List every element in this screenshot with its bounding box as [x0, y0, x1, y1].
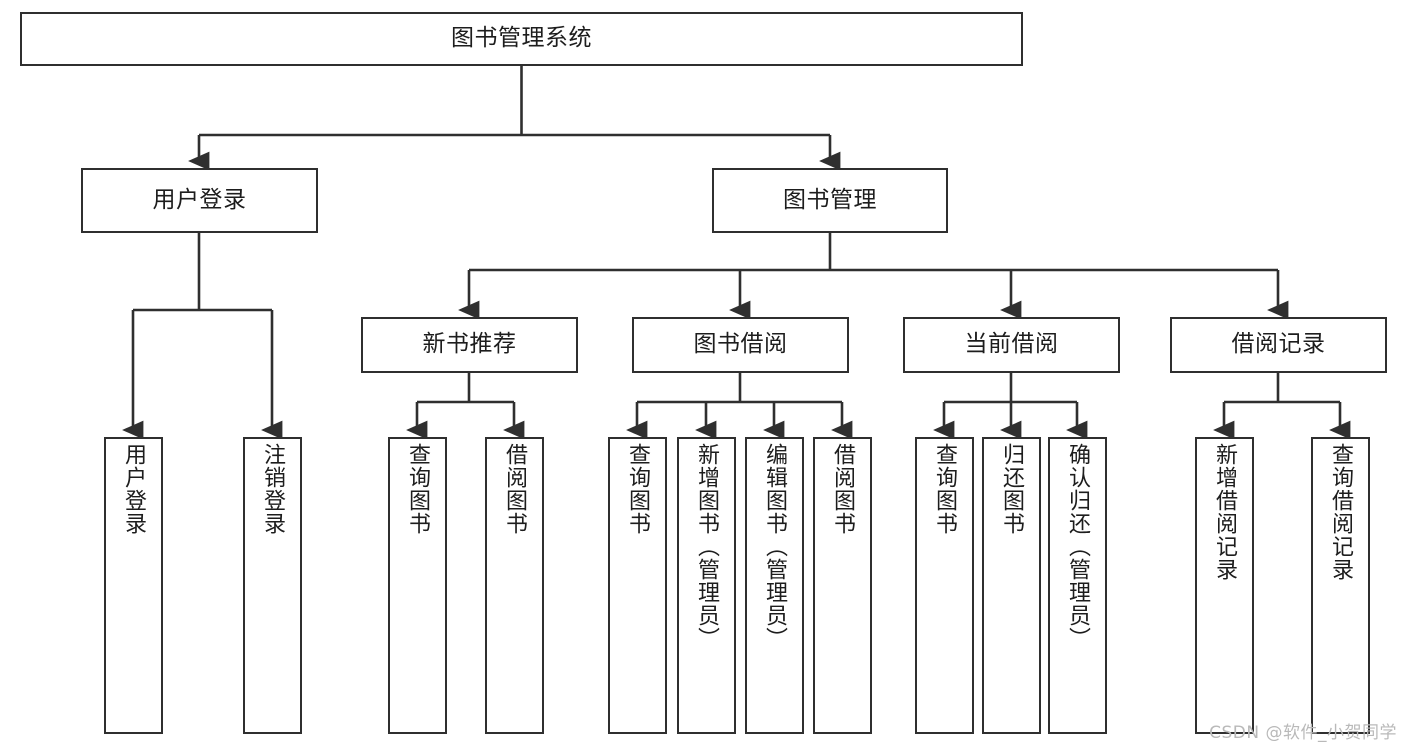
csdn-watermark: CSDN @软件_小贺同学: [1209, 723, 1397, 743]
node-label: 查询图书: [405, 443, 431, 535]
leaf-query-book-3[interactable]: 查询图书: [915, 437, 974, 734]
leaf-add-record[interactable]: 新增借阅记录: [1195, 437, 1254, 734]
leaf-edit-book[interactable]: 编辑图书（管理员）: [745, 437, 804, 734]
leaf-query-book-1[interactable]: 查询图书: [388, 437, 447, 734]
node-label: 借阅记录: [1231, 331, 1326, 358]
leaf-query-book-2[interactable]: 查询图书: [608, 437, 667, 734]
leaf-confirm-return[interactable]: 确认归还（管理员）: [1048, 437, 1107, 734]
leaf-add-book[interactable]: 新增图书（管理员）: [677, 437, 736, 734]
node-label: 新增借阅记录: [1212, 443, 1238, 581]
node-book-borrow[interactable]: 图书借阅: [632, 317, 849, 373]
node-root-system[interactable]: 图书管理系统: [20, 12, 1023, 66]
node-label: 用户登录: [152, 186, 247, 213]
leaf-logout-login[interactable]: 注销登录: [243, 437, 302, 734]
node-label: 图书借阅: [693, 331, 788, 358]
leaf-borrow-book-1[interactable]: 借阅图书: [485, 437, 544, 734]
node-new-book-recommend[interactable]: 新书推荐: [361, 317, 578, 373]
node-label: 查询图书: [932, 443, 958, 535]
node-label: 借阅图书: [502, 443, 528, 535]
node-label: 编辑图书（管理员）: [762, 443, 788, 650]
node-label: 查询图书: [625, 443, 651, 535]
leaf-query-record[interactable]: 查询借阅记录: [1311, 437, 1370, 734]
leaf-user-login[interactable]: 用户登录: [104, 437, 163, 734]
node-label: 新书推荐: [422, 331, 517, 358]
node-book-manage[interactable]: 图书管理: [712, 168, 948, 233]
node-label: 查询借阅记录: [1328, 443, 1354, 581]
leaf-return-book[interactable]: 归还图书: [982, 437, 1041, 734]
node-label: 归还图书: [999, 443, 1025, 535]
node-label: 用户登录: [121, 443, 147, 535]
node-label: 图书管理: [783, 186, 877, 213]
node-label: 确认归还（管理员）: [1065, 443, 1091, 650]
node-current-borrow[interactable]: 当前借阅: [903, 317, 1120, 373]
node-label: 借阅图书: [830, 443, 856, 535]
leaf-borrow-book-2[interactable]: 借阅图书: [813, 437, 872, 734]
node-label: 图书管理系统: [451, 25, 592, 52]
node-label: 当前借阅: [964, 331, 1059, 358]
node-label: 注销登录: [260, 443, 286, 535]
node-label: 新增图书（管理员）: [694, 443, 720, 650]
node-borrow-record[interactable]: 借阅记录: [1170, 317, 1387, 373]
node-user-login[interactable]: 用户登录: [81, 168, 318, 233]
